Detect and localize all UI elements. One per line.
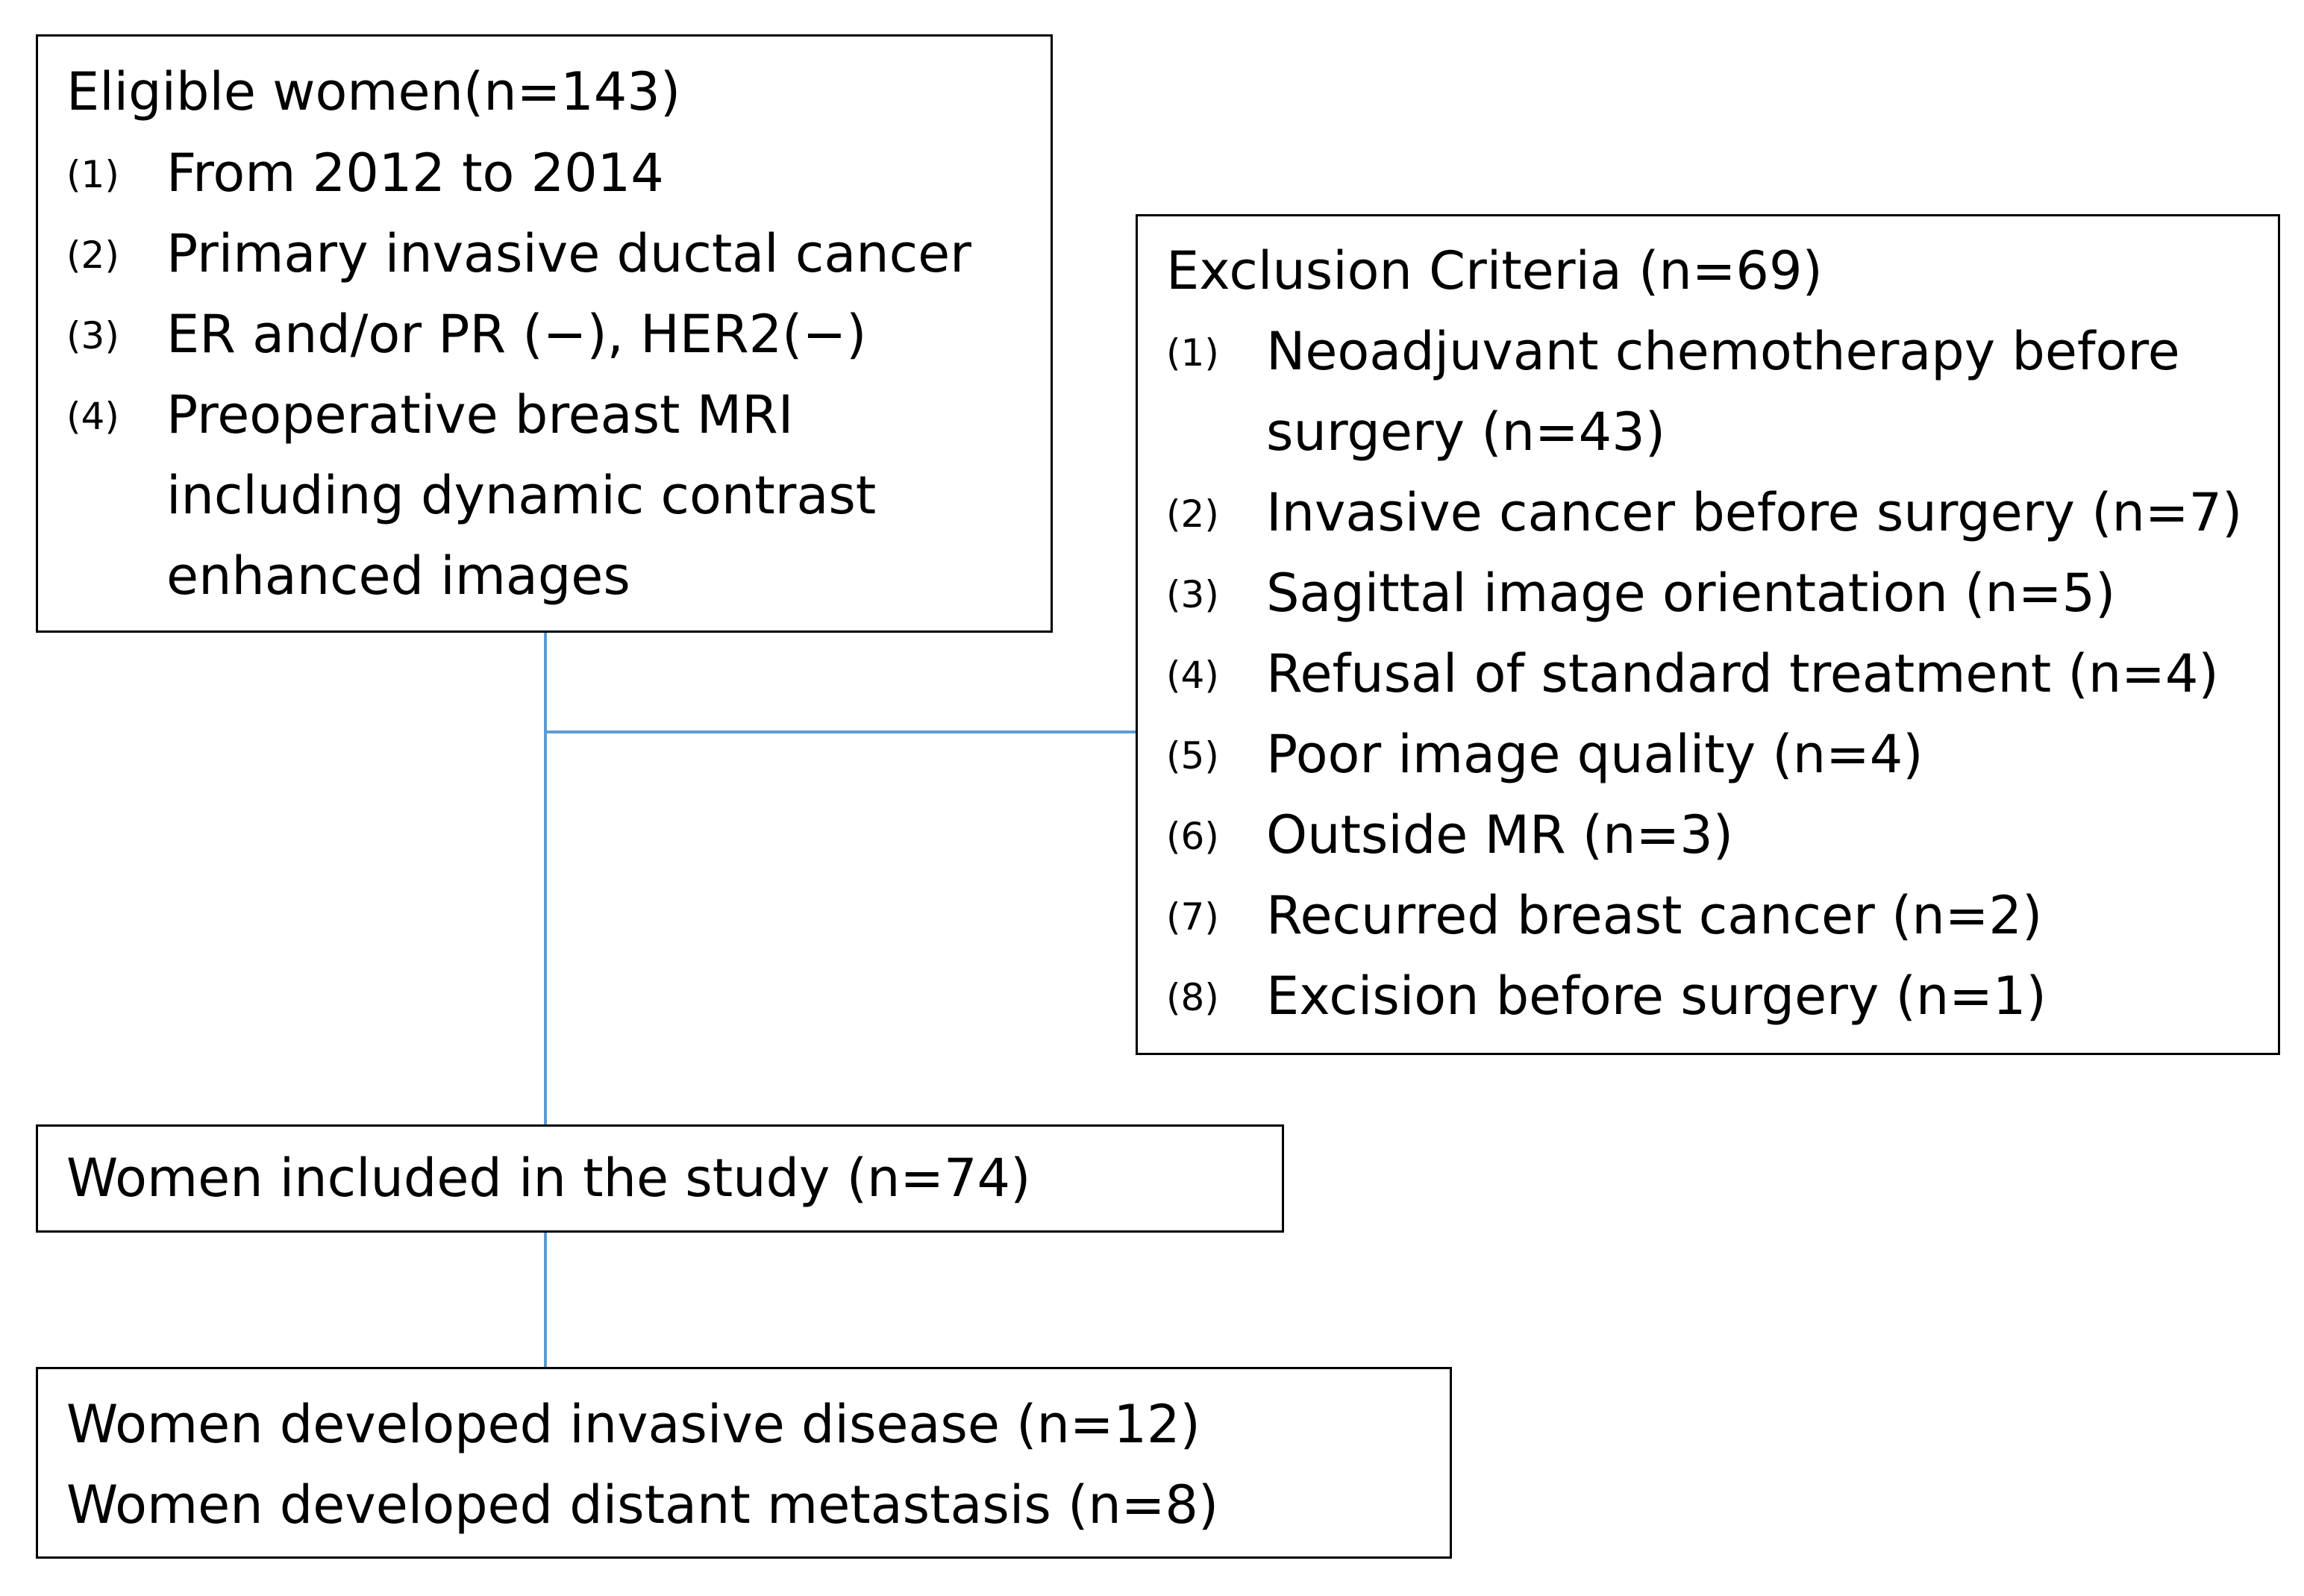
- eligible-item-number: (2): [66, 234, 119, 277]
- included-women-title: Women included in the study (n=74): [66, 1148, 1031, 1209]
- exclusion-item-number: (1): [1166, 331, 1219, 375]
- eligible-item-text: including dynamic contrast: [166, 465, 877, 526]
- eligible-item-text: Primary invasive ductal cancer: [166, 223, 971, 284]
- eligible-item-number: (1): [66, 153, 119, 196]
- eligible-women-box: Eligible women(n=143) (1) From 2012 to 20…: [36, 34, 1053, 633]
- eligible-women-title: Eligible women(n=143): [66, 61, 681, 122]
- connector-eligible-to-included: [544, 631, 547, 1125]
- exclusion-item-number: (8): [1166, 976, 1219, 1019]
- exclusion-item-number: (5): [1166, 734, 1219, 777]
- exclusion-item-number: (7): [1166, 895, 1219, 939]
- exclusion-item-text: Neoadjuvant chemotherapy before: [1266, 321, 2180, 382]
- eligible-item-text: ER and/or PR (−), HER2(−): [166, 304, 867, 365]
- exclusion-item-number: (4): [1166, 654, 1219, 697]
- exclusion-item-text: Outside MR (n=3): [1266, 804, 1734, 866]
- eligible-item-text: enhanced images: [166, 545, 630, 607]
- included-women-box: Women included in the study (n=74): [36, 1124, 1284, 1233]
- eligible-item-number: (4): [66, 395, 119, 438]
- exclusion-item-text: Refusal of standard treatment (n=4): [1266, 643, 2219, 704]
- exclusion-criteria-title: Exclusion Criteria (n=69): [1166, 240, 1823, 301]
- exclusion-item-text: Excision before surgery (n=1): [1266, 966, 2047, 1027]
- exclusion-criteria-box: Exclusion Criteria (n=69) (1) Neoadjuvant…: [1136, 214, 2280, 1055]
- eligible-item-number: (3): [66, 314, 119, 357]
- exclusion-item-text: Recurred breast cancer (n=2): [1266, 885, 2043, 946]
- connector-to-exclusion: [544, 730, 1136, 733]
- eligible-item-text: From 2012 to 2014: [166, 143, 664, 204]
- connector-included-to-outcome: [544, 1231, 547, 1368]
- exclusion-item-number: (2): [1166, 492, 1219, 536]
- eligible-item-text: Preoperative breast MRI: [166, 384, 794, 445]
- outcome-distant-metastasis: Women developed distant metastasis (n=8): [66, 1474, 1219, 1536]
- outcome-invasive-disease: Women developed invasive disease (n=12): [66, 1394, 1200, 1455]
- exclusion-item-text: Sagittal image orientation (n=5): [1266, 563, 2116, 624]
- exclusion-item-number: (3): [1166, 573, 1219, 616]
- exclusion-item-text: surgery (n=43): [1266, 401, 1666, 463]
- exclusion-item-text: Invasive cancer before surgery (n=7): [1266, 482, 2243, 543]
- outcome-box: Women developed invasive disease (n=12) …: [36, 1367, 1452, 1559]
- exclusion-item-number: (6): [1166, 815, 1219, 858]
- exclusion-item-text: Poor image quality (n=4): [1266, 724, 1923, 785]
